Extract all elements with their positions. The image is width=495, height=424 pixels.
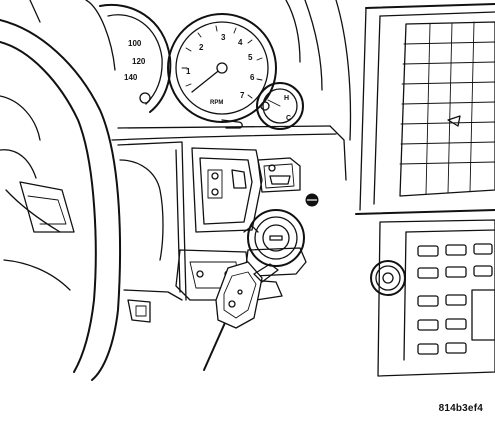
vent-louvers	[399, 21, 495, 195]
figure-id-label: 814b3ef4	[438, 403, 483, 414]
temp-gauge-label-h: H	[284, 95, 289, 102]
release-tool	[203, 261, 279, 371]
tachometer-ticks	[181, 25, 263, 99]
speedometer: 100 120 140	[99, 3, 172, 113]
tachometer-needle	[191, 67, 223, 93]
temp-gauge-label-c: C	[286, 115, 291, 122]
speedometer-label-120: 120	[132, 57, 146, 66]
tachometer-numeral-2: 2	[199, 43, 204, 52]
tachometer-unit: RPM	[210, 100, 223, 106]
radio-unit	[355, 209, 495, 377]
temperature-gauge: H C	[256, 82, 304, 130]
tachometer: 1 2 3 4 5 6 7 RPM	[167, 13, 277, 129]
radio-volume-knob	[370, 260, 406, 296]
radio-display	[471, 289, 495, 341]
tachometer-numeral-6: 6	[250, 73, 255, 82]
tachometer-hub	[216, 62, 228, 74]
tool-handle	[215, 261, 263, 329]
dash-hood	[29, 0, 352, 141]
lock-cylinder-housing	[247, 209, 305, 267]
tachometer-numeral-3: 3	[221, 33, 226, 42]
column-opening-panel	[117, 141, 187, 323]
cluster-bezel	[111, 125, 347, 181]
radio-buttons	[417, 243, 493, 355]
tachometer-numeral-4: 4	[238, 38, 243, 47]
center-vent	[359, 3, 495, 211]
vent-adjuster-tab	[447, 115, 461, 127]
tool-tip	[253, 263, 279, 283]
tachometer-numeral-1: 1	[186, 67, 191, 76]
tachometer-numeral-5: 5	[248, 53, 253, 62]
tachometer-numeral-7: 7	[240, 91, 245, 100]
steering-wheel	[0, 19, 122, 381]
speedometer-label-100: 100	[128, 39, 142, 48]
ignition-assembly	[175, 147, 319, 301]
speedometer-label-140: 140	[124, 73, 138, 82]
